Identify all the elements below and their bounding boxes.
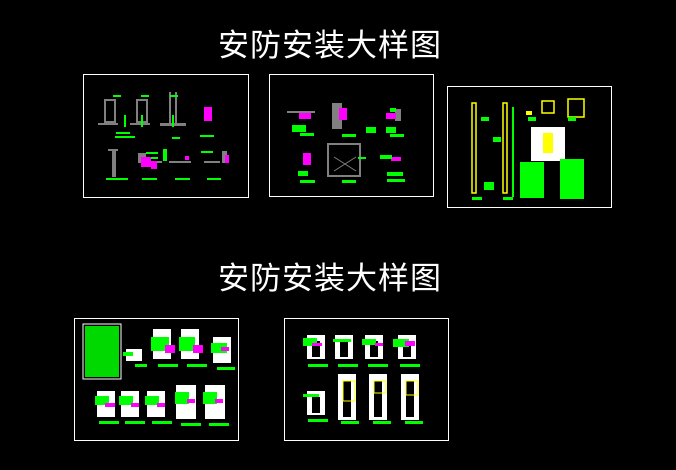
section-title-1: 安防安装大样图 [218,28,442,64]
detail-drawings [287,103,405,183]
detail-drawings [471,98,585,200]
drawing-sheet-2[interactable] [269,74,434,197]
drawing-sheet-4[interactable] [74,318,239,441]
detail-drawings [82,323,235,426]
section-title-2: 安防安装大样图 [218,261,442,297]
drawing-sheet-3[interactable] [447,86,612,208]
detail-drawings [98,92,229,180]
detail-drawings [303,335,423,424]
drawing-sheet-5[interactable] [284,318,449,441]
drawing-sheet-1[interactable] [83,74,249,198]
